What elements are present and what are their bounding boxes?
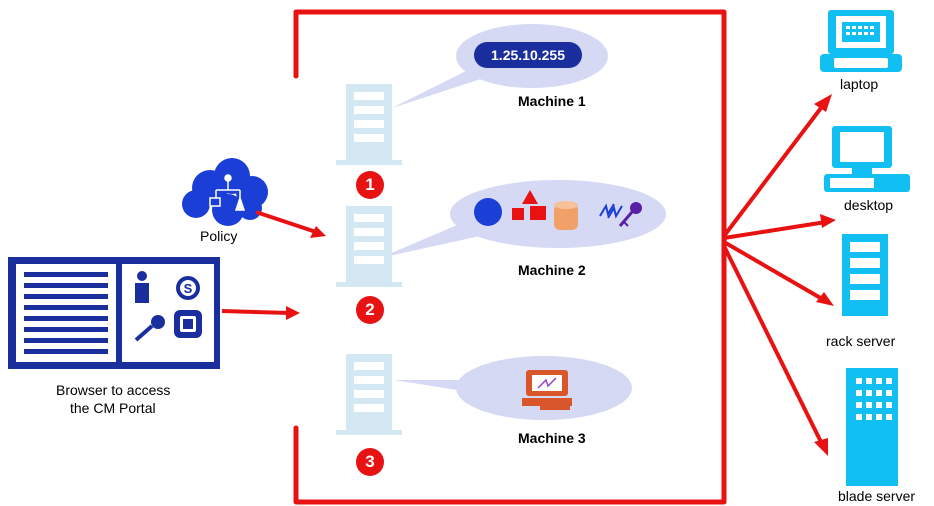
rectangle-shape-icon xyxy=(530,206,546,220)
machine2-server-icon xyxy=(336,206,402,287)
square-shape-icon xyxy=(512,208,524,220)
machine-group-frame xyxy=(293,9,727,505)
policy-label: Policy xyxy=(200,228,238,244)
policy-arrow xyxy=(255,210,326,238)
rack-server-icon xyxy=(842,234,888,316)
fanout-arrows xyxy=(722,102,827,445)
dollar-coin-icon: S xyxy=(176,276,200,300)
rack-server-label: rack server xyxy=(826,333,896,349)
ip-address-badge: 1.25.10.255 xyxy=(474,42,582,68)
laptop-label: laptop xyxy=(840,76,879,92)
blade-server-label: blade server xyxy=(838,488,916,504)
browser-window-icon: S xyxy=(8,257,220,369)
desktop-icon xyxy=(824,126,910,192)
machine3-bubble xyxy=(394,356,632,420)
key-icon xyxy=(134,315,165,342)
computer-icon xyxy=(522,370,572,410)
machine2-label: Machine 2 xyxy=(518,262,586,278)
machine1-server-icon xyxy=(336,84,402,165)
blade-server-icon xyxy=(846,368,898,486)
signal-icon xyxy=(599,203,623,219)
desktop-label: desktop xyxy=(844,197,894,213)
browser-label-line1: Browser to access xyxy=(56,382,171,398)
key-icon xyxy=(618,202,642,227)
step-2-badge: 2 xyxy=(356,296,384,324)
machine3-label: Machine 3 xyxy=(518,430,586,446)
user-icon xyxy=(135,271,149,303)
database-cylinder-top xyxy=(554,201,578,209)
chip-icon xyxy=(174,310,202,338)
svg-text:S: S xyxy=(184,281,193,296)
triangle-shape-icon xyxy=(522,190,538,204)
step-3-badge: 3 xyxy=(356,448,384,476)
machine3-server-icon xyxy=(336,354,402,435)
browser-arrow xyxy=(221,306,300,320)
laptop-icon xyxy=(820,10,902,72)
database-cylinder-icon xyxy=(554,204,578,230)
circle-shape-icon xyxy=(474,198,502,226)
browser-label-line2: the CM Portal xyxy=(70,400,156,416)
fanout-arrowheads xyxy=(814,94,836,456)
step-1-badge: 1 xyxy=(356,171,384,199)
machine1-label: Machine 1 xyxy=(518,93,586,109)
policy-cloud-icon xyxy=(182,158,268,226)
